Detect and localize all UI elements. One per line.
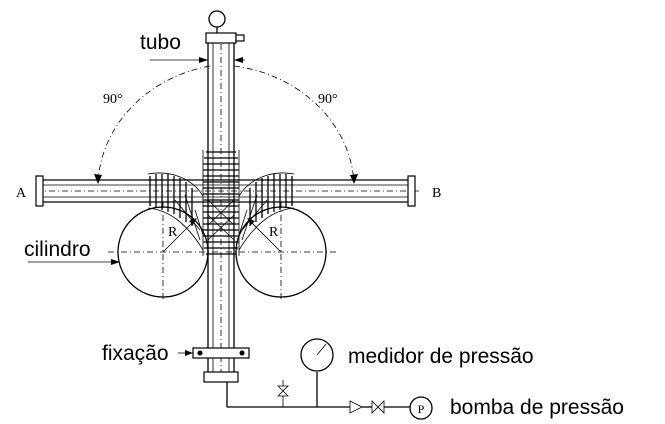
radius-label-right: R [269,225,279,240]
top-flange [205,32,237,44]
bottom-flange [203,371,239,383]
vertical-tube [207,43,235,380]
clamp [178,347,250,359]
central-bellows [202,150,240,256]
right-bellows [238,172,295,251]
top-flange-tab [235,34,245,42]
horizontal-tube [35,175,420,207]
cylinder-right [226,202,336,302]
fixacao-label: fixação [102,342,169,365]
pump-symbol-label: P [418,402,425,416]
angle-label-right: 90° [318,92,338,107]
bomba-label: bomba de pressão [450,396,624,419]
cilindro-label: cilindro [24,238,91,261]
point-b-label: B [432,186,441,201]
cilindro-leader [28,259,120,265]
top-loop [208,10,226,28]
pressure-pump [409,396,433,420]
tubo-leader [150,57,245,63]
cylinder-left [108,202,218,302]
point-a-label: A [16,186,27,201]
angle-label-left: 90° [103,92,123,107]
angle-arcs [94,65,358,184]
pressure-gauge [300,338,334,407]
medidor-label: medidor de pressão [348,345,534,368]
radius-label-left: R [168,225,178,240]
pressure-line [226,380,410,414]
tubo-label: tubo [140,31,181,54]
